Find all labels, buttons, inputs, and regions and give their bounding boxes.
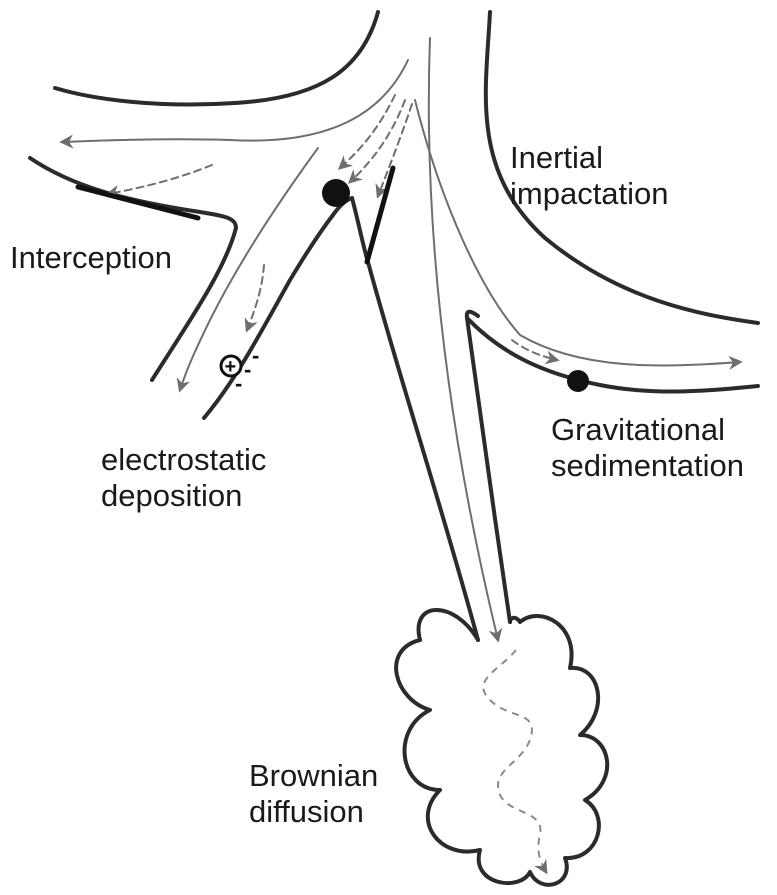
label-brownian-diffusion: Brownian diffusion	[249, 758, 378, 830]
charge-minus-sign: -	[235, 371, 242, 396]
alveolar-sac	[396, 610, 607, 885]
label-line: diffusion	[249, 794, 378, 830]
sedimentation-particle	[567, 370, 589, 392]
label-electrostatic-deposition: electrostatic deposition	[101, 442, 266, 514]
dashed-trajectory-impaction-1	[350, 100, 405, 182]
label-gravitational-sedimentation: Gravitational sedimentation	[551, 412, 744, 484]
interception-deposit-fiber	[78, 187, 198, 218]
label-interception: Interception	[10, 240, 172, 276]
dashed-trajectory-interception	[108, 165, 212, 194]
trachea-left-wall	[55, 12, 378, 105]
label-line: electrostatic	[101, 442, 266, 478]
label-line: Inertial	[510, 140, 669, 176]
label-line: Brownian	[249, 758, 378, 794]
impaction-deposit-fiber	[367, 168, 393, 262]
label-line: Interception	[10, 240, 172, 276]
right-branch-upper-wall	[467, 312, 478, 318]
label-inertial-impactation: Inertial impactation	[510, 140, 669, 212]
impaction-particle	[322, 179, 350, 207]
central-branch-right-wall	[467, 318, 510, 622]
charge-minus-sign: -	[252, 343, 259, 368]
label-line: sedimentation	[551, 448, 744, 484]
central-branch-left-wall	[352, 198, 478, 640]
label-line: deposition	[101, 478, 266, 514]
label-line: Gravitational	[551, 412, 744, 448]
charge-minus-sign: -	[244, 357, 251, 382]
brownian-random-walk-path	[483, 650, 546, 872]
label-line: impactation	[510, 176, 669, 212]
left-lower-branch-right-wall	[204, 215, 333, 418]
dashed-trajectory-electrostatic	[247, 265, 264, 330]
right-branch-lower-wall	[467, 318, 758, 392]
dashed-trajectory-impaction-3	[340, 95, 395, 168]
